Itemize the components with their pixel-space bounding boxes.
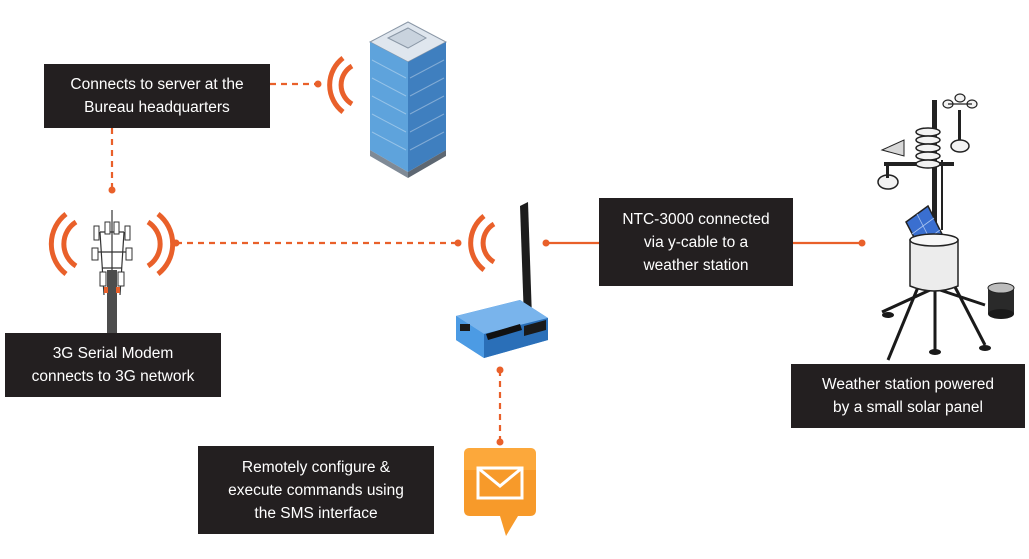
serial-modem-label: 3G Serial Modem connects to 3G network bbox=[5, 333, 221, 397]
ntc-label-line-1: NTC-3000 connected bbox=[622, 210, 770, 228]
sms-envelope-icon bbox=[464, 448, 536, 536]
serial-modem-label-line-1: 3G Serial Modem bbox=[52, 345, 174, 362]
router-modem-icon bbox=[456, 202, 548, 358]
sms-label-line-1: Remotely configure & bbox=[241, 458, 391, 476]
office-building-icon bbox=[368, 21, 448, 178]
sms-label-line-3: the SMS interface bbox=[254, 504, 378, 522]
ntc-connection-label: NTC-3000 connected via y-cable to a weat… bbox=[599, 198, 793, 286]
ntc-label-line-2: via y-cable to a bbox=[643, 233, 749, 251]
serial-modem-label-line-2: connects to 3G network bbox=[31, 368, 195, 385]
weather-label-line-1: Weather station powered bbox=[821, 376, 995, 393]
ntc-label-line-3: weather station bbox=[643, 256, 749, 274]
server-connection-label: Connects to server at the Bureau headqua… bbox=[44, 64, 270, 128]
server-label-line-2: Bureau headquarters bbox=[84, 99, 230, 116]
weather-station-label: Weather station powered by a small solar… bbox=[791, 364, 1025, 428]
sms-interface-label: Remotely configure & execute commands us… bbox=[198, 446, 434, 534]
weather-label-line-2: by a small solar panel bbox=[833, 399, 983, 416]
weather-station-icon bbox=[877, 93, 1015, 361]
cell-tower-icon bbox=[48, 210, 176, 334]
server-label-line-1: Connects to server at the bbox=[70, 76, 244, 93]
sms-label-line-2: execute commands using bbox=[228, 481, 404, 499]
wireless-signal-icon bbox=[327, 56, 354, 114]
